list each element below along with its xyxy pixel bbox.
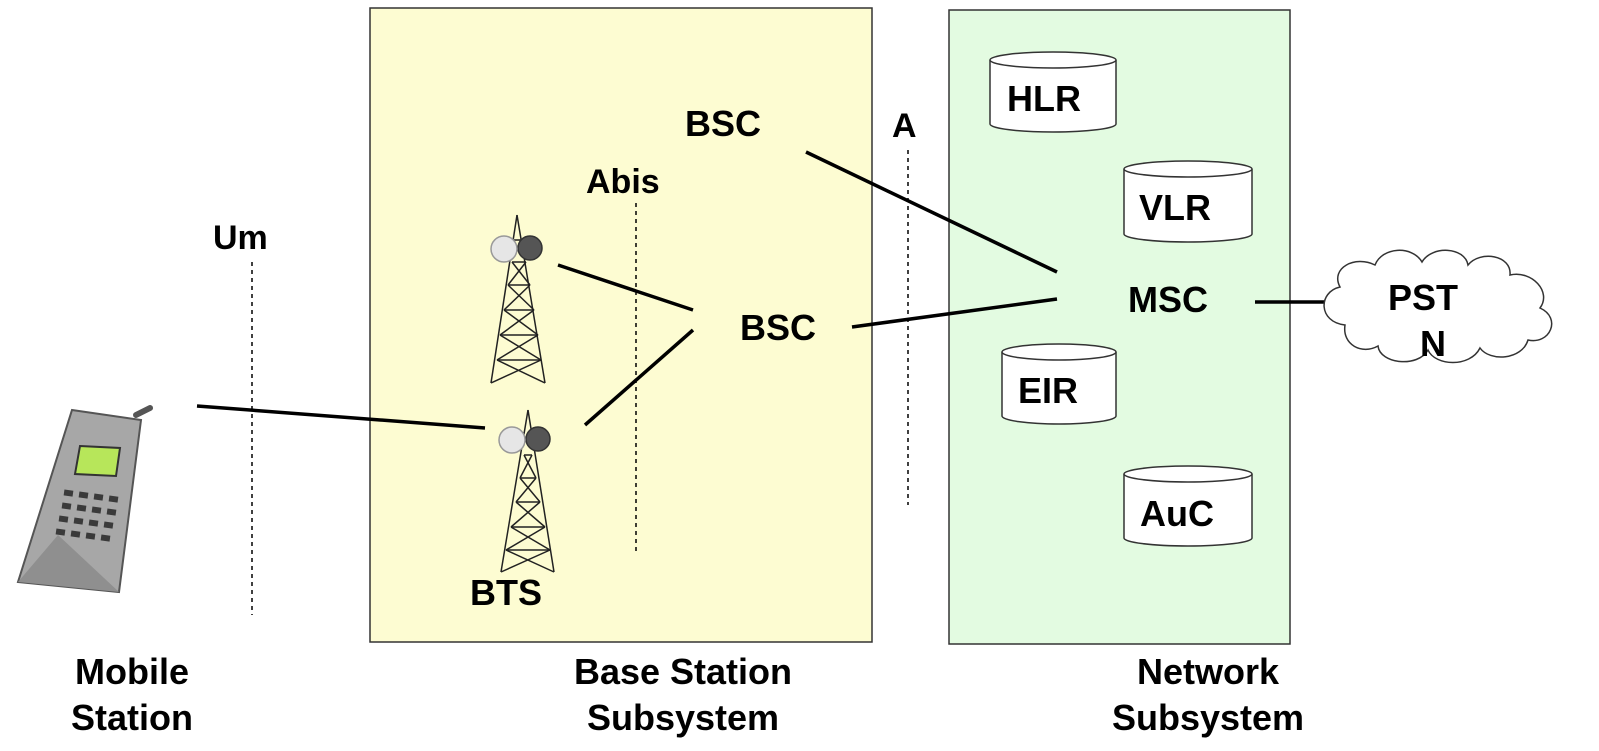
link-bsc-msc (851, 297, 1058, 329)
abis-interface-label: Abis (586, 163, 660, 201)
bsc-top-label: BSC (685, 103, 761, 144)
database-cylinder-icon (1123, 160, 1253, 243)
msc-label: MSC (1128, 279, 1208, 320)
bss-caption-line2: Subsystem (587, 697, 779, 738)
database-cylinder-icon (1001, 343, 1117, 425)
link-top-bsc-msc (805, 150, 1058, 274)
mobile-phone-icon (16, 405, 153, 594)
base-station-subsystem-box (369, 7, 873, 643)
cloud-icon (1323, 249, 1553, 364)
database-cylinder-icon (1123, 465, 1253, 547)
bsc-mid-label: BSC (740, 307, 816, 348)
hlr-label: HLR (1007, 78, 1081, 119)
eir-label: EIR (1018, 370, 1078, 411)
a-interface-label: A (892, 107, 917, 145)
um-interface-label: Um (213, 219, 268, 257)
antenna-tower-icon (498, 409, 555, 573)
nss-caption-line2: Subsystem (1112, 697, 1304, 738)
bts-label: BTS (470, 572, 542, 613)
link-bts-bottom-bsc (583, 328, 695, 427)
bss-caption-line1: Base Station (574, 651, 792, 692)
database-cylinder-icon (989, 51, 1117, 133)
mobile-station-caption-line1: Mobile (75, 651, 189, 692)
link-phone-bts (196, 404, 486, 430)
mobile-station-caption-line2: Station (71, 697, 193, 738)
link-bts-top-bsc (557, 263, 694, 312)
antenna-tower-icon (490, 214, 546, 384)
pstn-label-line2: N (1420, 323, 1446, 364)
vlr-label: VLR (1139, 187, 1211, 228)
auc-label: AuC (1140, 493, 1214, 534)
pstn-label-line1: PST (1388, 277, 1458, 318)
nss-caption-line1: Network (1137, 651, 1280, 692)
